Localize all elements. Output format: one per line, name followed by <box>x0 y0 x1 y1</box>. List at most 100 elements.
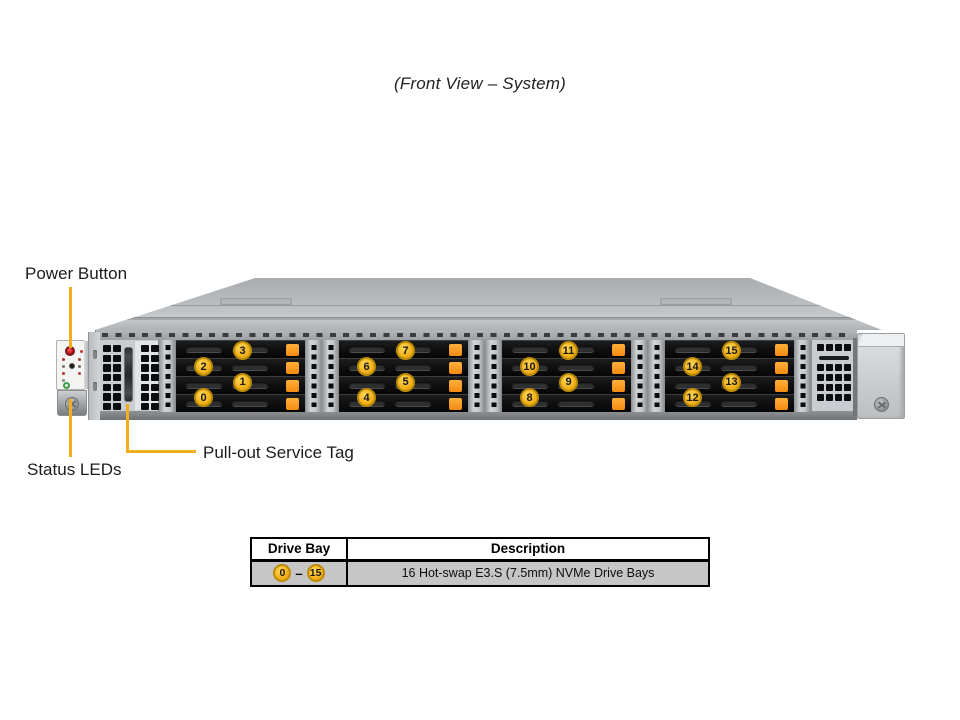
bay-range-dash: – <box>295 565 303 581</box>
uid-led-icon <box>63 382 70 389</box>
flange-hole <box>93 382 97 391</box>
drive-bay-badge: 2 <box>194 357 213 376</box>
service-tag-callout-line-vertical <box>126 404 129 453</box>
tray-latch-icon <box>612 380 625 392</box>
tray-latch-icon <box>775 380 788 392</box>
drive-bay-badge: 0 <box>194 388 213 407</box>
drive-bay-badge: 4 <box>357 388 376 407</box>
tray-slot <box>349 346 385 353</box>
status-led <box>78 372 81 375</box>
tray-slot <box>395 364 431 371</box>
drive-bay-badge: 5 <box>396 372 415 392</box>
tray-slot <box>186 346 222 353</box>
drive-bay-badge: 6 <box>357 357 376 376</box>
drive-bay-badge: 9 <box>559 372 578 392</box>
status-led <box>80 350 83 353</box>
diagram-title: (Front View – System) <box>393 74 567 93</box>
tray-slot <box>232 364 268 371</box>
drive-bay-badge: 7 <box>396 341 415 360</box>
drive-bay-badge: 10 <box>520 357 539 376</box>
bay-rail <box>322 340 339 412</box>
status-leds-callout-line <box>69 399 72 457</box>
tray-slot <box>395 400 431 407</box>
tray-latch-icon <box>449 362 462 374</box>
top-cover-front-lip <box>109 317 868 320</box>
status-led <box>62 372 65 375</box>
drive-bay-badge: 1 <box>233 372 252 392</box>
table-row: 0–15 16 Hot-swap E3.S (7.5mm) NVMe Drive… <box>250 559 710 587</box>
drive-bay-badge: 13 <box>722 372 741 392</box>
table-header-drive-bay: Drive Bay <box>250 537 348 562</box>
power-button-label: Power Button <box>25 264 128 283</box>
tray-latch-icon <box>449 380 462 392</box>
status-led <box>62 365 65 368</box>
flange-hole <box>93 350 97 359</box>
bay-range-cell: 0–15 <box>250 559 348 587</box>
vent-slots <box>102 333 851 337</box>
drive-trays: 3 2 1 0 <box>176 340 305 412</box>
bay-description-cell: 16 Hot-swap E3.S (7.5mm) NVMe Drive Bays <box>346 559 710 587</box>
tray-latch-icon <box>612 344 625 356</box>
tray-latch-icon <box>449 344 462 356</box>
bay-rail <box>468 340 485 412</box>
screw-icon <box>65 397 79 411</box>
tray-slot <box>558 364 594 371</box>
drive-bay-table: Drive Bay Description 0–15 16 Hot-swap E… <box>250 537 710 587</box>
status-leds-label: Status LEDs <box>27 460 122 479</box>
chassis-right-edge <box>853 338 857 416</box>
left-grille-panel <box>96 340 159 412</box>
bay-range-end-badge: 15 <box>306 564 325 583</box>
left-rack-flange <box>88 332 100 420</box>
tray-slot <box>721 364 757 371</box>
tray-latch-icon <box>775 344 788 356</box>
front-vent-strip <box>96 330 857 340</box>
chassis-bottom-edge <box>96 412 857 420</box>
table-header-description: Description <box>346 537 710 562</box>
status-led <box>78 365 81 368</box>
tray-latch-icon <box>286 398 299 410</box>
drive-bay-badge: 15 <box>722 341 741 360</box>
top-cover-latch <box>220 298 292 305</box>
left-ear-bracket <box>57 390 87 416</box>
tray-latch-icon <box>612 362 625 374</box>
drive-bay-group: 3 2 1 0 <box>159 340 322 412</box>
drive-bay-group: 11 10 9 8 <box>485 340 648 412</box>
right-rack-ear <box>857 333 905 419</box>
tray-slot <box>721 400 757 407</box>
status-led <box>62 379 65 382</box>
control-panel <box>56 340 88 390</box>
drive-bay-badge: 14 <box>683 357 702 376</box>
drive-bay-badge: 8 <box>520 388 539 407</box>
drive-trays: 11 10 9 8 <box>502 340 631 412</box>
tray-latch-icon <box>286 380 299 392</box>
right-grille-panel <box>811 340 860 412</box>
drive-bay-badge: 3 <box>233 341 252 360</box>
tray-slot <box>512 346 548 353</box>
service-tag-callout-line-horizontal <box>126 450 196 453</box>
reset-button-icon <box>69 363 75 369</box>
drive-trays: 7 6 5 4 <box>339 340 468 412</box>
bay-range-start-badge: 0 <box>273 564 292 583</box>
drive-bay-group: 15 14 13 12 <box>648 340 811 412</box>
chassis-top-cover <box>95 278 882 330</box>
status-led <box>62 358 65 361</box>
screw-icon <box>874 397 889 412</box>
drive-bay-group: 7 6 5 4 <box>322 340 485 412</box>
tray-latch-icon <box>612 398 625 410</box>
tray-slot <box>558 400 594 407</box>
tray-slot <box>675 346 711 353</box>
tray-latch-icon <box>286 362 299 374</box>
grille-holes <box>151 345 159 411</box>
bay-rail <box>159 340 176 412</box>
bay-rail <box>485 340 502 412</box>
bay-rail <box>794 340 811 412</box>
grille-slot <box>819 356 849 360</box>
drive-bay-badge: 11 <box>559 341 578 360</box>
tray-latch-icon <box>775 398 788 410</box>
grille-holes <box>141 345 149 411</box>
bay-rail <box>648 340 665 412</box>
pull-out-service-tag <box>123 347 133 402</box>
drive-bay-badge: 12 <box>683 388 702 407</box>
